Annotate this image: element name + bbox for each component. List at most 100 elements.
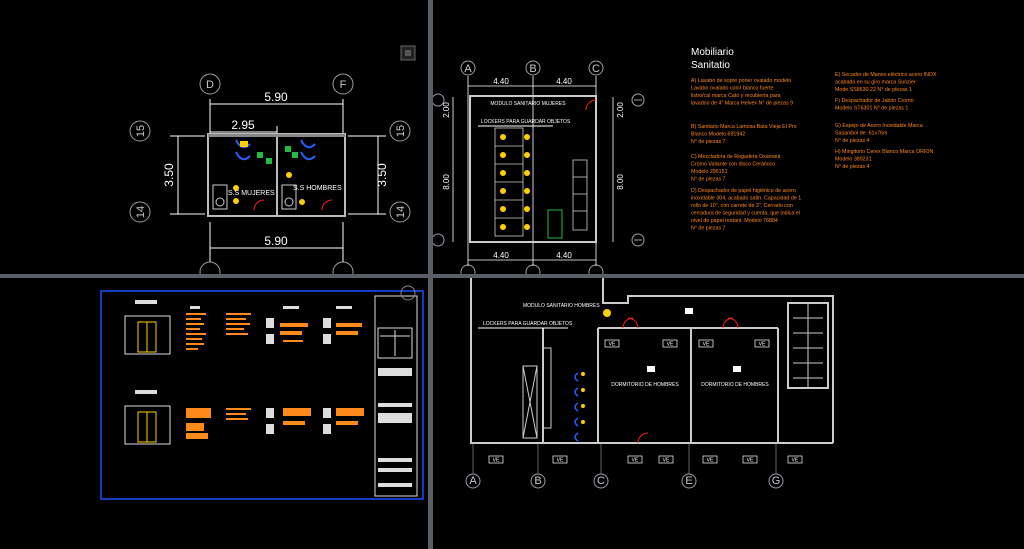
legend-line: inoxidable 304, acabado satin. Capacidad… bbox=[691, 196, 801, 202]
grid-label-br-b: B bbox=[534, 475, 541, 487]
grid-bubble-14-right bbox=[389, 201, 411, 223]
legend-line: D) Despachador de papel higiénico de ace… bbox=[691, 188, 796, 194]
viewport-splitter-horizontal[interactable] bbox=[0, 274, 1024, 278]
dim-bottom-a: 4.40 bbox=[493, 251, 509, 260]
bed-tag-label: VE bbox=[703, 342, 710, 348]
legend-line: G) Espejo de Acero Inoxidable Marca bbox=[835, 123, 923, 129]
restroom-module-women-drawing: A B C 4.40 4.40 4.40 4.40 2.00 8.00 2.00 bbox=[433, 47, 937, 274]
sheet-notes bbox=[186, 313, 364, 439]
legend-line: N° de piezas 7 bbox=[691, 177, 726, 183]
legend-line: cerradura de seguridad y cuenta, que ind… bbox=[691, 211, 800, 217]
room-label-men: S.S HOMBRES bbox=[293, 185, 342, 192]
bed-tag-box bbox=[787, 455, 803, 464]
legend-line: Modelo ST6301 N° de piezas 1 bbox=[835, 106, 908, 112]
bed-tag-box bbox=[698, 339, 714, 348]
legend-line: C) Mezcladora de Regadera Oxamaut bbox=[691, 154, 781, 160]
dimension-inner: 2.95 bbox=[231, 118, 255, 132]
legend-line: B) Sanitario Marca Lamosa Bata Vieja El … bbox=[691, 124, 797, 130]
grid-bubble-15-left bbox=[129, 120, 151, 142]
legend-line: N° de piezas 4 bbox=[835, 164, 870, 170]
legend-line: N° de piezas 4 bbox=[835, 138, 870, 144]
bed-tag-box bbox=[604, 339, 620, 348]
legend-line: N° de piezas 7 bbox=[691, 139, 726, 145]
grid-bubble-14-left bbox=[129, 201, 151, 223]
bed-tag-box bbox=[627, 455, 643, 464]
lockers bbox=[522, 347, 552, 439]
grid-label-14-right: 14 bbox=[395, 206, 407, 218]
legend-right-column: E) Secador de Manos eléctrico acero INOX… bbox=[835, 72, 937, 170]
sheet-border bbox=[100, 290, 424, 500]
legend-line: A) Lavabo de sopre poner ovalado modelo bbox=[691, 78, 791, 84]
bed-tag-box bbox=[754, 339, 770, 348]
bed-tag-label: VE bbox=[493, 458, 500, 464]
legend-line: Cromo Valiante con disco Cerámico bbox=[691, 162, 775, 168]
grid-label-15-left: 15 bbox=[135, 125, 147, 137]
legend-line: Blanco Modelo 691942 bbox=[691, 132, 745, 138]
sheet-plan-1 bbox=[124, 300, 171, 355]
legend-title: Mobiliario bbox=[691, 47, 734, 58]
legend-line: lavadoo de 4" Marca Helvex N° de piezas … bbox=[691, 101, 793, 107]
legend-line: Sasanibol de .61x76m bbox=[835, 131, 888, 137]
bed-tag-label: VE bbox=[707, 458, 714, 464]
legend-line: F) Despachador de Jabón Cromo bbox=[835, 98, 914, 104]
urinals bbox=[574, 372, 579, 442]
dimension-right: 3.50 bbox=[375, 163, 389, 187]
grid-label-f: F bbox=[340, 79, 347, 91]
bed-tag-box bbox=[488, 455, 504, 464]
bed-tag-box bbox=[552, 455, 568, 464]
dim-right-main: 8.00 bbox=[616, 174, 625, 190]
sheet-detail-icons bbox=[190, 306, 352, 434]
module-label-men: MODULO SANITARIO HOMBRES bbox=[523, 303, 600, 309]
bed-tag-box bbox=[662, 339, 678, 348]
bed-tag-label: VE bbox=[759, 342, 766, 348]
legend-line: Modelo 296151 bbox=[691, 169, 728, 175]
toilet-stalls bbox=[494, 127, 524, 237]
dimension-left: 3.50 bbox=[162, 163, 176, 187]
dim-right-top: 2.00 bbox=[616, 102, 625, 118]
viewport-top-left[interactable]: D F 15 14 15 14 bbox=[0, 0, 428, 274]
grid-label-br-g: G bbox=[772, 475, 781, 487]
dim-left-top: 2.00 bbox=[442, 102, 451, 118]
legend-line: Lavabo ovalado color blanco fuerte bbox=[691, 86, 774, 92]
legend-line: Mode SS8630.22 N° de piezas 1 bbox=[835, 87, 912, 93]
dimension-top: 5.90 bbox=[264, 90, 288, 104]
grid-label-br-a: A bbox=[469, 475, 477, 487]
grid-label-a: A bbox=[464, 63, 472, 75]
dim-bottom-b: 4.40 bbox=[556, 251, 572, 260]
viewcube-icon[interactable] bbox=[400, 45, 416, 61]
legend-line: N° de piezas 7 bbox=[691, 226, 726, 232]
lockers-label: LOCKERS PARA GUARDAR OBJETOS bbox=[481, 119, 571, 125]
bed-tag-box bbox=[658, 455, 674, 464]
sheet-layout-drawing bbox=[100, 285, 424, 500]
legend-line: rollo de 10", con carrete de 3". Cerrado… bbox=[691, 203, 793, 209]
bed-tag-label: VE bbox=[792, 458, 799, 464]
grid-label-d: D bbox=[206, 79, 214, 91]
viewport-top-right[interactable]: A B C 4.40 4.40 4.40 4.40 2.00 8.00 2.00 bbox=[433, 0, 1024, 274]
legend-line: acabado en su giro marca Sunzier bbox=[835, 80, 916, 86]
bed-tag-label: VE bbox=[632, 458, 639, 464]
grid-label-br-c: C bbox=[597, 475, 605, 487]
stairs bbox=[793, 303, 823, 388]
legend-line: H) Mingitorio Cerex Blanco Marca ORION bbox=[835, 149, 933, 155]
sheet-title-block bbox=[374, 295, 418, 497]
grid-label-c: C bbox=[592, 63, 600, 75]
sheet-plan-2 bbox=[124, 390, 171, 445]
viewport-bottom-right[interactable]: MODULO SANITARIO HOMBRES LOCKERS PARA GU… bbox=[433, 278, 1024, 549]
dimension-lines bbox=[170, 99, 386, 262]
room-label-women: S.S MUJERES bbox=[228, 190, 275, 197]
grid-bubble-d bbox=[199, 73, 221, 95]
dim-top-b: 4.40 bbox=[556, 77, 572, 86]
viewport-bottom-left[interactable] bbox=[0, 278, 428, 549]
bed-tag-box bbox=[702, 455, 718, 464]
legend-line: listro/cal marca Cato y recubierta para bbox=[691, 93, 781, 99]
module-walls bbox=[469, 95, 597, 243]
fixtures-men bbox=[281, 139, 333, 211]
lockers-label-men: LOCKERS PARA GUARDAR OBJETOS bbox=[483, 321, 573, 327]
dimension-bottom: 5.90 bbox=[264, 234, 288, 248]
module-label: MODULO SANITARIO MUJERES bbox=[490, 101, 566, 107]
bed-tag-label: VE bbox=[747, 458, 754, 464]
legend-line: E) Secador de Manos eléctrico acero INOX bbox=[835, 72, 937, 78]
grid-bubble-f bbox=[332, 73, 354, 95]
